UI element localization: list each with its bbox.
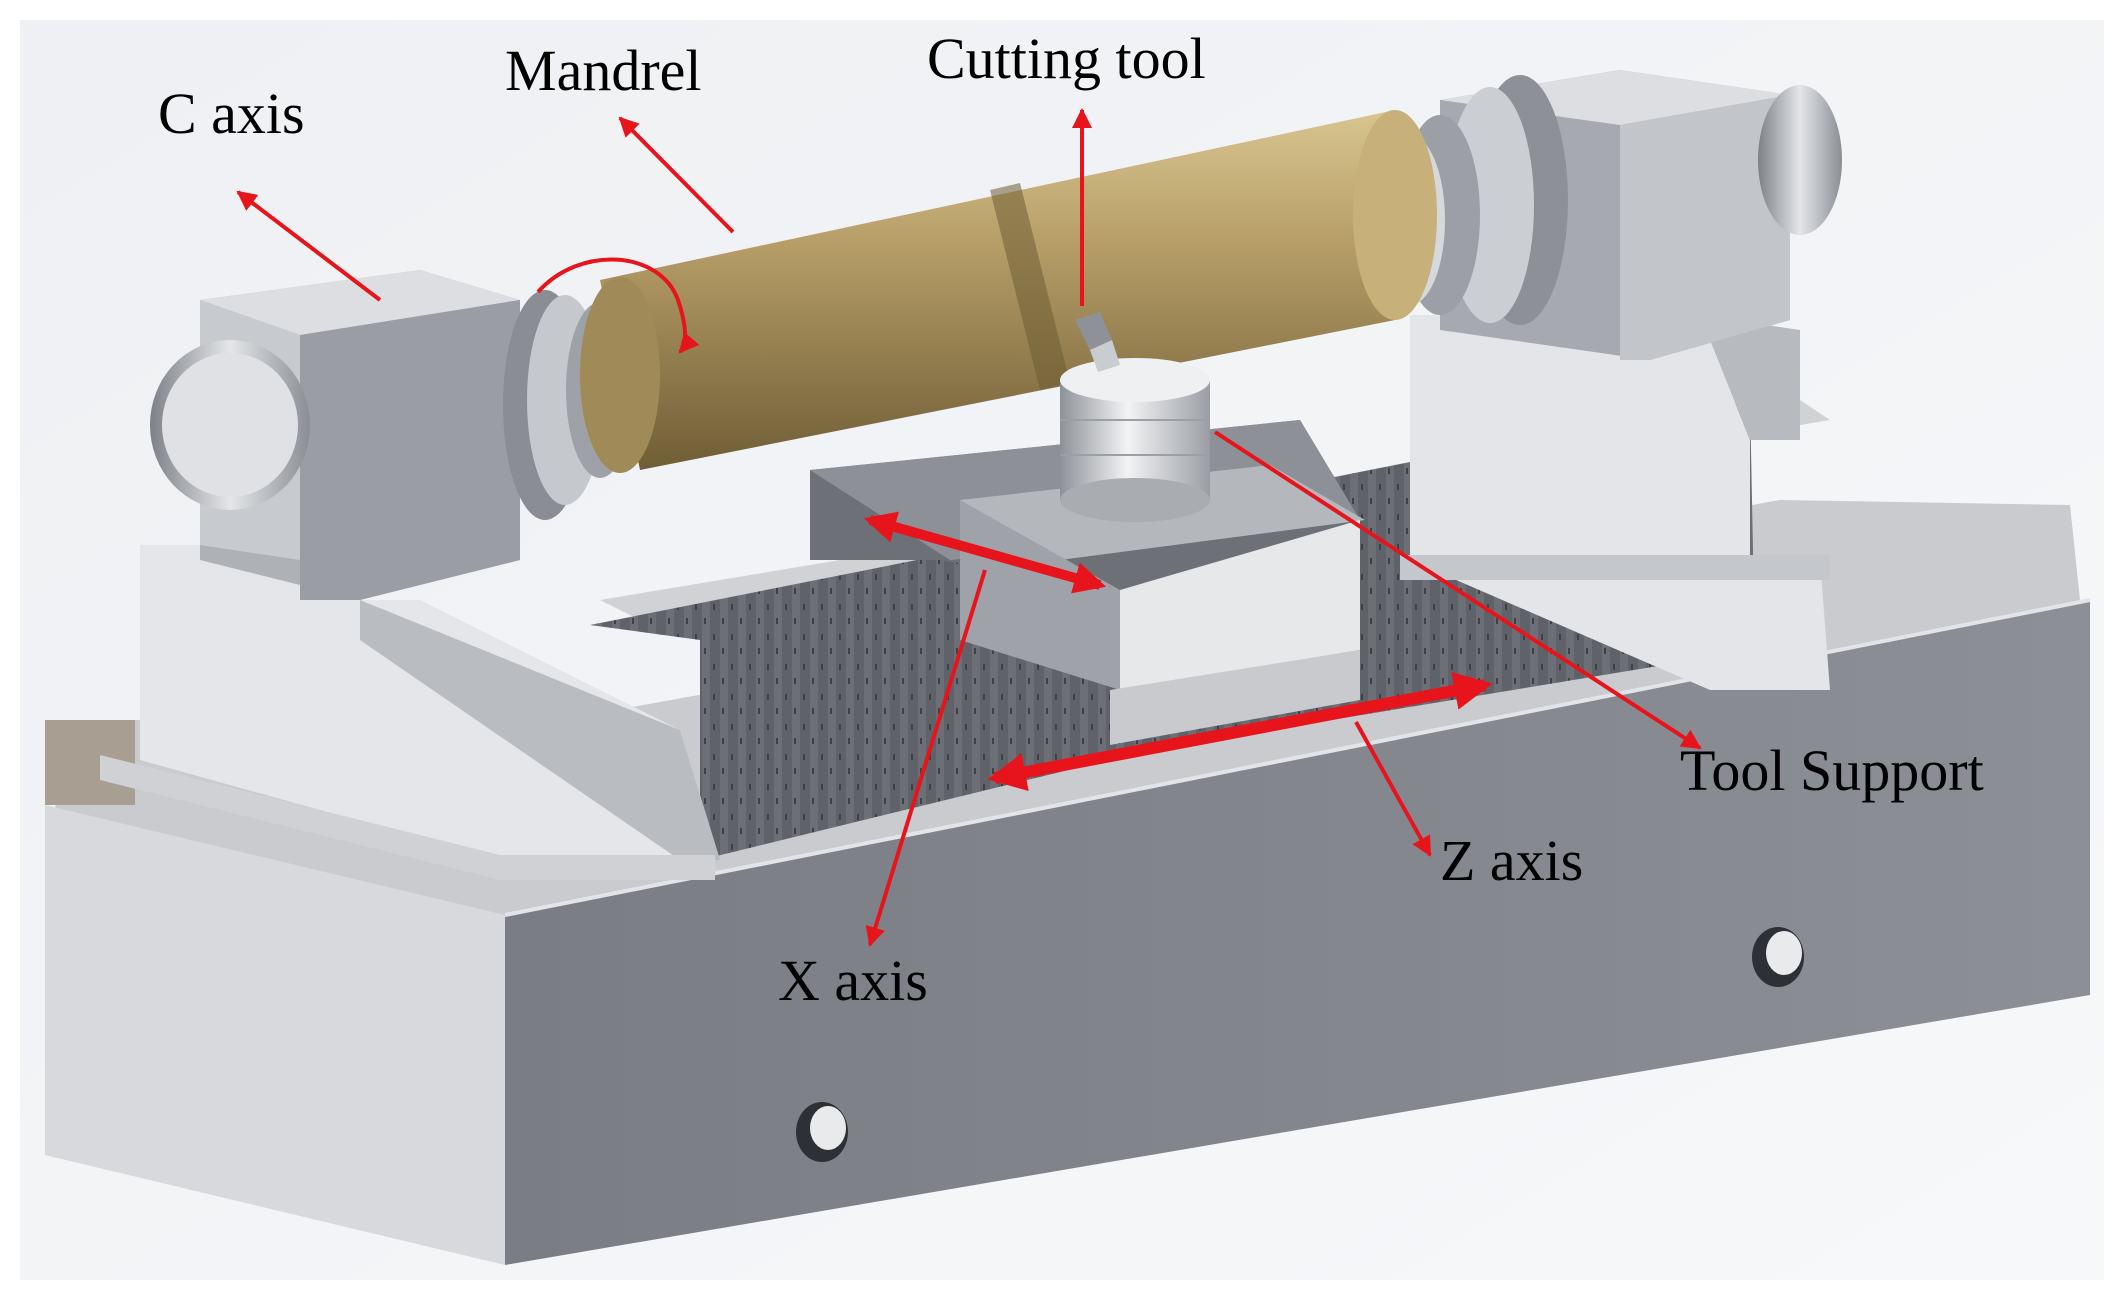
label-tool-support: Tool Support [1680, 738, 1984, 803]
label-x-axis: X axis [778, 948, 928, 1013]
cutting-tool [1075, 312, 1120, 372]
left-headstock [100, 270, 720, 880]
mandrel [580, 110, 1437, 473]
tool-support-arrow [1213, 430, 1702, 750]
label-z-axis: Z axis [1440, 828, 1583, 893]
mandrel-arrow [618, 116, 735, 234]
annotation-arrows [236, 108, 1702, 947]
x-axis-leader-arrow [865, 569, 987, 947]
c-axis-arrow [236, 190, 382, 302]
bolt-hole-right [1752, 927, 1804, 987]
label-cutting-tool: Cutting tool [927, 26, 1206, 91]
bolt-hole-left [796, 1102, 848, 1162]
right-headstock [1375, 70, 1842, 690]
label-c-axis: C axis [158, 81, 305, 146]
label-mandrel: Mandrel [505, 38, 702, 103]
c-axis-rotation-arrow [536, 257, 700, 354]
z-axis-motion-arrow [987, 671, 1493, 792]
x-axis-motion-arrow [863, 511, 1107, 594]
